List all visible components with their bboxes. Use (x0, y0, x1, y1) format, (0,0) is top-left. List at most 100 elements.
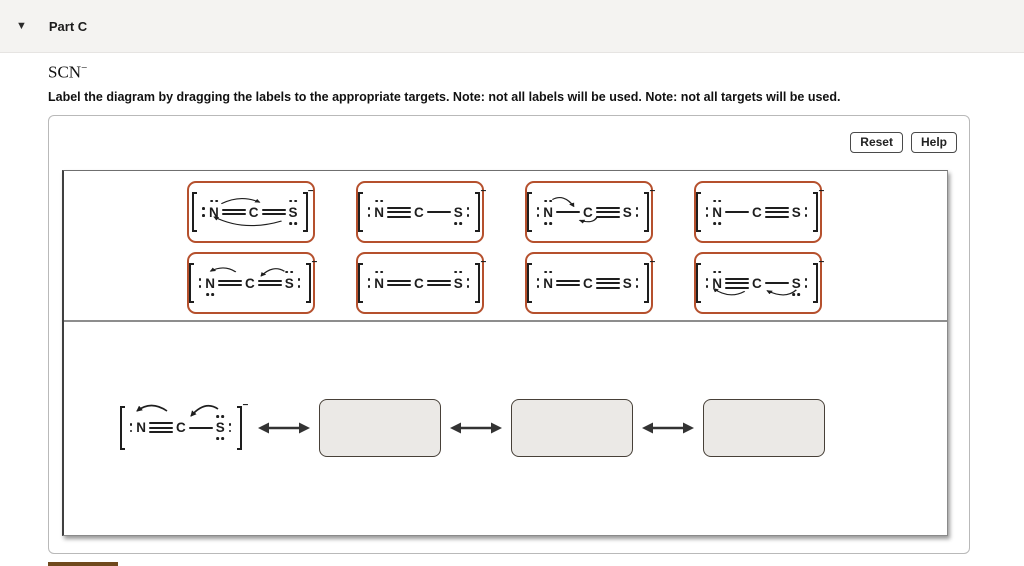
lone-pair-dots (454, 221, 463, 225)
left-bracket (526, 263, 532, 303)
left-bracket (192, 192, 198, 232)
atom-s: S (284, 270, 295, 291)
atom-s: S (791, 204, 801, 220)
right-bracket: − (813, 186, 824, 232)
atom-n: N (373, 270, 385, 291)
atom-c: C (248, 204, 259, 220)
lone-pair-dots (285, 270, 294, 274)
lone-pair-dots (713, 199, 721, 203)
lone-pair-dots (544, 221, 552, 225)
lone-pair-colon (705, 278, 709, 288)
resonance-double-arrow-icon (258, 422, 310, 433)
lewis-structure: N C S − (526, 257, 655, 303)
right-bracket: − (644, 186, 655, 232)
single-bond (555, 211, 580, 213)
atom-n: N (136, 420, 146, 435)
lone-pair-colon (202, 207, 206, 217)
atom-c: C (413, 204, 424, 220)
single-bond (724, 211, 749, 213)
single-bond (426, 211, 451, 213)
left-bracket (695, 192, 701, 232)
charge-minus: − (480, 186, 487, 197)
triple-bond (764, 206, 789, 218)
lone-pair-colon (536, 278, 540, 288)
help-button[interactable]: Help (910, 132, 957, 154)
triple-bond (595, 206, 620, 218)
submit-button-clipped[interactable] (48, 562, 118, 566)
lone-pair-dots (792, 292, 801, 296)
formula-charge: − (81, 62, 88, 74)
triple-bond (386, 206, 411, 218)
formula-base: SCN (48, 62, 82, 82)
lone-pair-colon (297, 278, 301, 288)
left-bracket (695, 263, 701, 303)
double-bond (261, 208, 286, 216)
atom-c: C (582, 275, 593, 291)
double-bond (386, 279, 411, 287)
charge-minus: − (818, 257, 825, 268)
lewis-structure: N C S− (695, 186, 824, 232)
lone-pair-dots (375, 270, 383, 274)
lone-pair-colon (635, 207, 639, 217)
charge-minus: − (307, 186, 314, 197)
drop-target[interactable] (319, 398, 441, 457)
atom-c: C (175, 420, 186, 435)
drop-target[interactable] (703, 398, 825, 457)
atom-s: S (215, 415, 226, 440)
lone-pair-dots (713, 270, 721, 274)
lone-pair-colon (129, 422, 133, 433)
charge-minus: − (480, 257, 487, 268)
label-tile[interactable]: N C S− (694, 181, 824, 243)
atom-s: S (622, 275, 632, 291)
charge-minus: − (649, 257, 656, 268)
lone-pair-colon (466, 278, 470, 288)
charge-minus: − (649, 186, 656, 197)
right-bracket: − (475, 186, 486, 232)
left-bracket (357, 263, 363, 303)
right-bracket: − (813, 257, 824, 303)
atom-c: C (751, 204, 762, 220)
atom-n: N (542, 270, 554, 291)
atom-s: S (453, 205, 464, 225)
lone-pair-colon (466, 207, 470, 217)
single-bond (764, 282, 789, 284)
lone-pair-colon (367, 207, 371, 217)
lone-pair-colon (536, 207, 540, 217)
lone-pair-dots (544, 270, 552, 274)
lone-pair-dots (289, 221, 297, 225)
label-tile[interactable]: N C S − (525, 252, 655, 314)
single-bond (188, 426, 213, 429)
collapse-triangle-icon[interactable]: ▼ (16, 20, 27, 32)
resonance-double-arrow-icon (450, 422, 502, 433)
reset-button[interactable]: Reset (850, 132, 903, 154)
double-bond (426, 279, 451, 287)
atom-s: S (453, 270, 464, 291)
chemical-formula: SCN− (48, 62, 87, 83)
left-bracket (526, 192, 532, 232)
lone-pair-dots (375, 199, 383, 203)
lone-pair-dots (289, 199, 297, 203)
atom-n: N (711, 199, 723, 225)
double-bond (555, 279, 580, 287)
atom-c: C (582, 204, 593, 220)
drop-target[interactable] (511, 398, 633, 457)
lone-pair-dots (544, 199, 552, 203)
double-bond (221, 208, 246, 216)
lone-pair-dots (454, 270, 463, 274)
atom-n: N (711, 270, 723, 291)
lone-pair-colon (635, 278, 639, 288)
left-bracket (119, 405, 125, 450)
lone-pair-colon (228, 422, 232, 433)
